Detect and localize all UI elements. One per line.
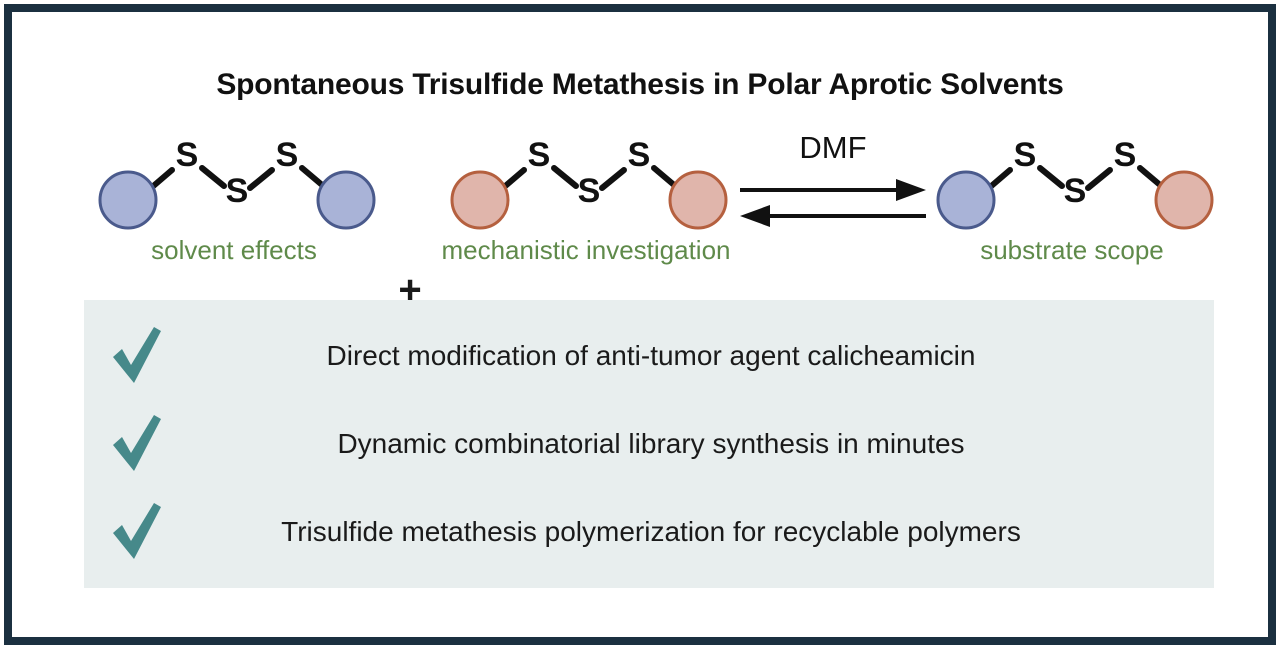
sulfur-atom-label-3: S: [628, 136, 651, 174]
trisulfide-structure-blue-blue: S S S: [98, 136, 376, 230]
end-group-circle-salmon-right: [668, 170, 728, 230]
page-title: Spontaneous Trisulfide Metathesis in Pol…: [216, 68, 1064, 101]
reagent-label-dmf: DMF: [799, 130, 867, 165]
sulfur-atom-label-3: S: [276, 136, 299, 174]
check-mark-icon: [84, 413, 188, 475]
sulfur-atom-label-1: S: [1014, 136, 1037, 174]
end-group-circle-blue-right: [316, 170, 376, 230]
molecule-reactant-a: S S S solvent effects: [84, 122, 384, 282]
molecule-caption-mechanistic-investigation: mechanistic investigation: [441, 235, 731, 265]
molecule-reactant-b: S S S mechanistic investigation: [436, 122, 736, 282]
highlight-text: Trisulfide metathesis polymerization for…: [281, 516, 1021, 547]
sulfur-atom-label-2: S: [578, 172, 601, 210]
end-group-circle-blue-left: [98, 170, 158, 230]
end-group-circle-blue-left: [936, 170, 996, 230]
sulfur-atom-label-2: S: [1064, 172, 1087, 210]
highlight-item: Dynamic combinatorial library synthesis …: [84, 402, 1214, 486]
sulfur-atom-label-1: S: [176, 136, 199, 174]
molecule-caption-solvent-effects: solvent effects: [151, 235, 317, 265]
reverse-arrow-head: [740, 205, 770, 227]
reaction-scheme: S S S solvent effects +: [12, 122, 1268, 310]
sulfur-atom-label-2: S: [226, 172, 249, 210]
molecule-caption-substrate-scope: substrate scope: [980, 235, 1164, 265]
molecule-product: S S S substrate scope: [922, 122, 1222, 282]
check-mark-glyph: [113, 503, 161, 559]
trisulfide-structure-blue-salmon: S S S: [936, 136, 1214, 230]
highlight-item: Direct modification of anti-tumor agent …: [84, 314, 1214, 398]
highlights-panel: Direct modification of anti-tumor agent …: [84, 300, 1214, 588]
equilibrium-arrow-group: DMF: [738, 130, 928, 240]
end-group-circle-salmon-left: [450, 170, 510, 230]
check-mark-icon: [84, 501, 188, 563]
graphical-abstract-frame: Spontaneous Trisulfide Metathesis in Pol…: [4, 4, 1276, 645]
check-mark-glyph: [113, 327, 161, 383]
check-mark-glyph: [113, 415, 161, 471]
graphical-abstract-canvas: Spontaneous Trisulfide Metathesis in Pol…: [12, 12, 1268, 637]
sulfur-atom-label-3: S: [1114, 136, 1137, 174]
double-arrow-icon: [740, 179, 926, 227]
highlight-text: Dynamic combinatorial library synthesis …: [337, 428, 965, 459]
highlight-item: Trisulfide metathesis polymerization for…: [84, 490, 1214, 574]
forward-arrow-head: [896, 179, 926, 201]
highlight-text: Direct modification of anti-tumor agent …: [326, 340, 976, 371]
check-mark-icon: [84, 325, 188, 387]
end-group-circle-salmon-right: [1154, 170, 1214, 230]
sulfur-atom-label-1: S: [528, 136, 551, 174]
trisulfide-structure-salmon-salmon: S S S: [450, 136, 728, 230]
